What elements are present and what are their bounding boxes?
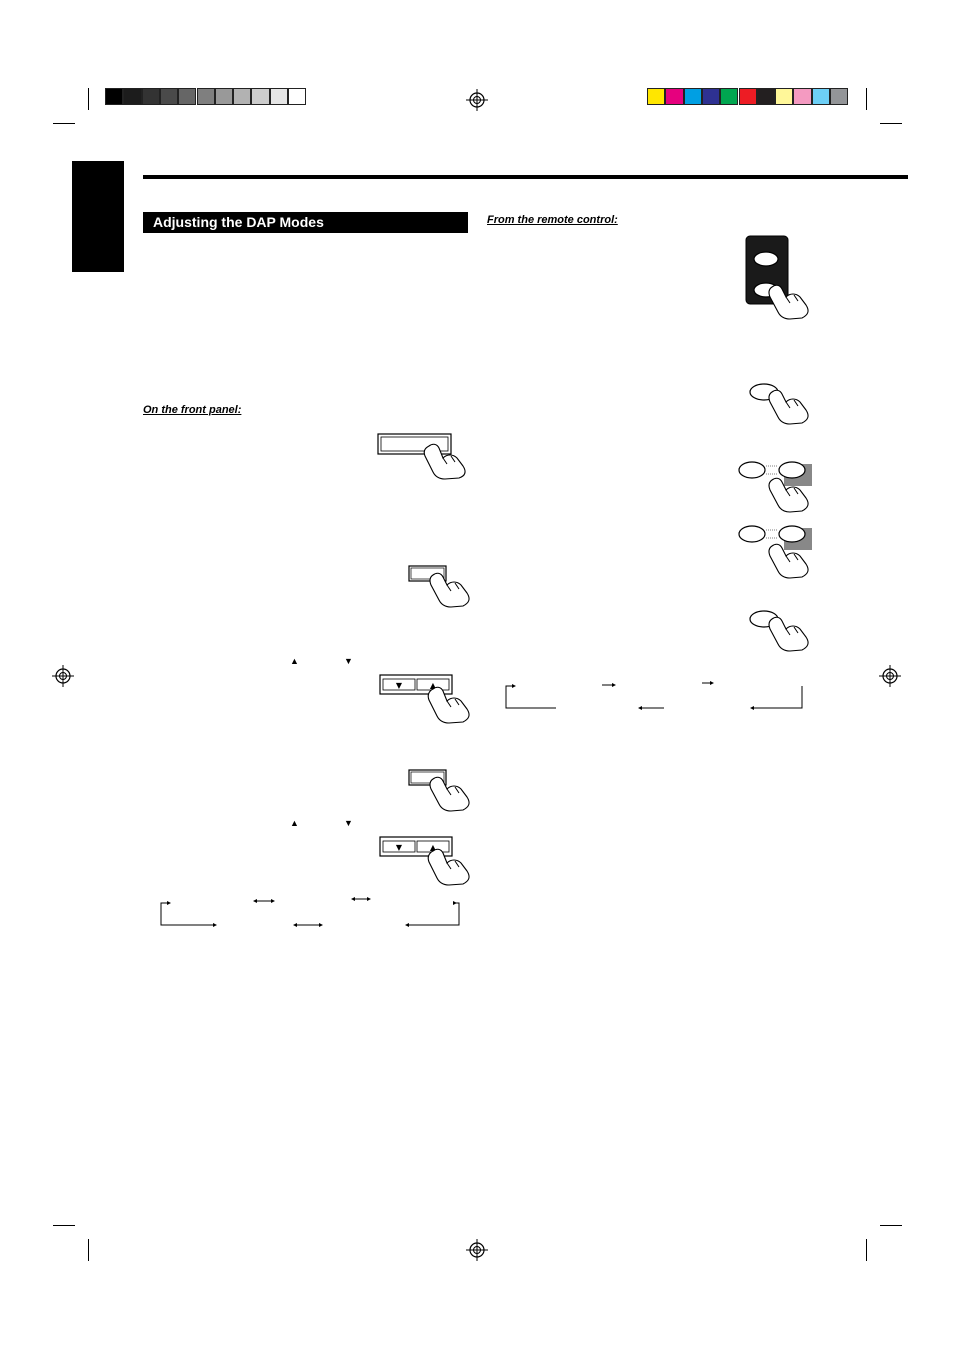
crop-mark-top-right-h — [880, 123, 902, 124]
color-bar-swatch — [775, 88, 794, 105]
color-bar-swatch — [665, 88, 684, 105]
color-bar-swatch — [683, 88, 702, 105]
front-panel-down-up-buttons-illustration: ▼ ▲ — [379, 674, 470, 724]
gray-bar-swatch — [269, 88, 288, 105]
remote-paired-buttons-illustration-2 — [738, 525, 812, 579]
crop-mark-bottom-left-h — [53, 1225, 75, 1226]
remote-oval-button-illustration — [749, 383, 809, 425]
gray-bar-swatch — [196, 88, 215, 105]
gray-bar-swatch — [159, 88, 179, 105]
down-symbol-2: ▼ — [344, 818, 353, 828]
crop-mark-bottom-left-v — [88, 1239, 89, 1261]
crop-mark-top-left-v — [88, 88, 89, 110]
crop-mark-bottom-right-v — [866, 1239, 867, 1261]
remote-control-illustration — [745, 235, 809, 320]
front-panel-wide-button-illustration — [377, 433, 466, 480]
register-target-bottom-icon — [466, 1239, 488, 1261]
front-panel-mode-cycle-diagram — [160, 897, 460, 927]
section-heading: Adjusting the DAP Modes — [143, 212, 468, 233]
up-symbol-2: ▲ — [290, 818, 299, 828]
side-tab — [72, 161, 124, 272]
gray-bar-swatch — [105, 88, 124, 105]
color-bar-swatch — [701, 88, 721, 105]
color-bar-swatch — [738, 88, 757, 105]
crop-mark-top-right-v — [866, 88, 867, 110]
color-bar-swatch — [720, 88, 739, 105]
remote-oval-button-illustration-2 — [749, 610, 809, 652]
crop-mark-top-left-h — [53, 123, 75, 124]
color-bar-swatch — [830, 88, 849, 105]
crop-mark-bottom-right-h — [880, 1225, 902, 1226]
gray-bar-swatch — [141, 88, 160, 105]
svg-text:▼: ▼ — [396, 681, 403, 690]
gray-bar-swatch — [178, 88, 197, 105]
svg-text:▲: ▲ — [430, 681, 437, 690]
front-panel-subheading: On the front panel: — [143, 404, 242, 416]
up-symbol-1: ▲ — [290, 656, 299, 666]
register-target-right-icon — [879, 665, 901, 687]
color-bar-swatch — [647, 88, 666, 105]
gray-bar-swatch — [123, 88, 142, 105]
gray-bar-swatch — [288, 88, 307, 105]
remote-paired-buttons-illustration — [738, 461, 812, 513]
gray-bar-swatch — [251, 88, 270, 105]
color-bar-swatch — [811, 88, 830, 105]
front-panel-small-button-illustration — [408, 565, 470, 608]
register-target-left-icon — [52, 665, 74, 687]
gray-bar-swatch — [214, 88, 234, 105]
front-panel-down-up-buttons-illustration-2: ▼ ▲ — [379, 836, 470, 886]
color-bar-swatch — [756, 88, 776, 105]
svg-text:▲: ▲ — [430, 843, 437, 852]
register-target-top-icon — [466, 89, 488, 111]
svg-text:▼: ▼ — [396, 843, 403, 852]
color-bar-swatch — [793, 88, 812, 105]
remote-mode-cycle-diagram — [505, 681, 803, 710]
down-symbol-1: ▼ — [344, 656, 353, 666]
top-rule — [143, 175, 908, 179]
front-panel-small-button-illustration-2 — [408, 769, 470, 812]
remote-control-subheading: From the remote control: — [487, 214, 618, 226]
gray-bar-swatch — [233, 88, 252, 105]
